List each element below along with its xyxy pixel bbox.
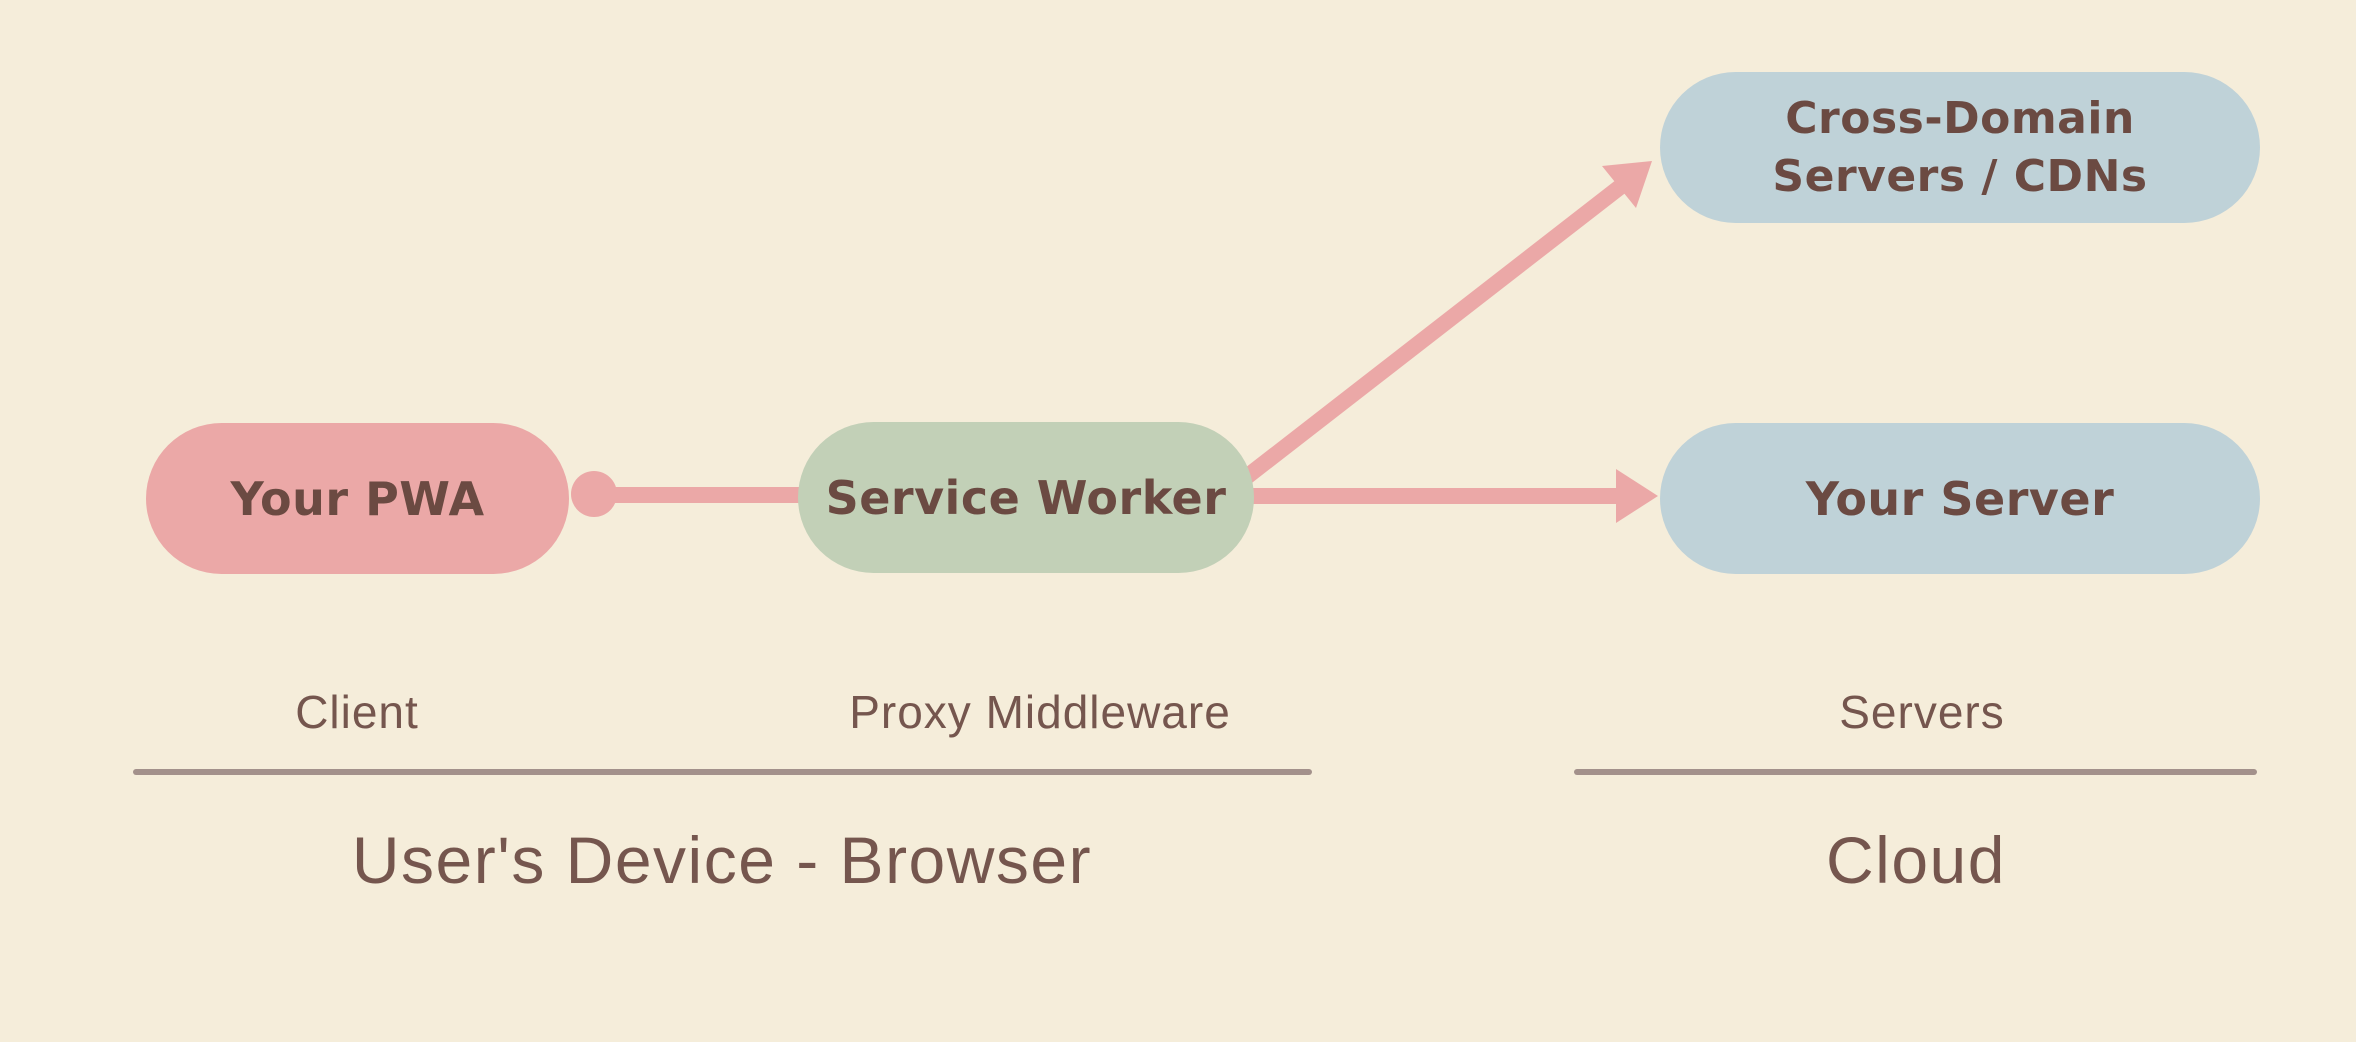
label-proxy-middleware: Proxy Middleware <box>849 686 1231 738</box>
label-client: Client <box>295 686 419 738</box>
node-service-worker: Service Worker <box>798 422 1254 573</box>
zone-title-cloud: Cloud <box>1826 823 2006 897</box>
node-cross-domain-servers: Cross-Domain Servers / CDNs <box>1660 72 2260 223</box>
arrowhead-cross-domain-icon <box>1602 161 1652 208</box>
zone-title-users-device-browser: User's Device - Browser <box>351 823 1093 897</box>
divider-users-device <box>133 769 1312 775</box>
node-your-pwa: Your PWA <box>146 423 569 574</box>
node-your-server-label: Your Server <box>1805 471 2115 526</box>
node-cross-domain-label-line2: Servers / CDNs <box>1772 150 2148 202</box>
node-your-server: Your Server <box>1660 423 2260 574</box>
node-your-pwa-label: Your PWA <box>230 471 485 526</box>
arrowhead-your-server-icon <box>1616 469 1658 523</box>
node-cross-domain-label-line1: Cross-Domain <box>1785 92 2135 144</box>
arrow-line-sw-to-cross-domain <box>1235 180 1625 489</box>
connector-dot-icon <box>571 471 617 517</box>
node-service-worker-label: Service Worker <box>825 470 1227 525</box>
label-servers: Servers <box>1839 686 2005 738</box>
divider-cloud <box>1574 769 2257 775</box>
